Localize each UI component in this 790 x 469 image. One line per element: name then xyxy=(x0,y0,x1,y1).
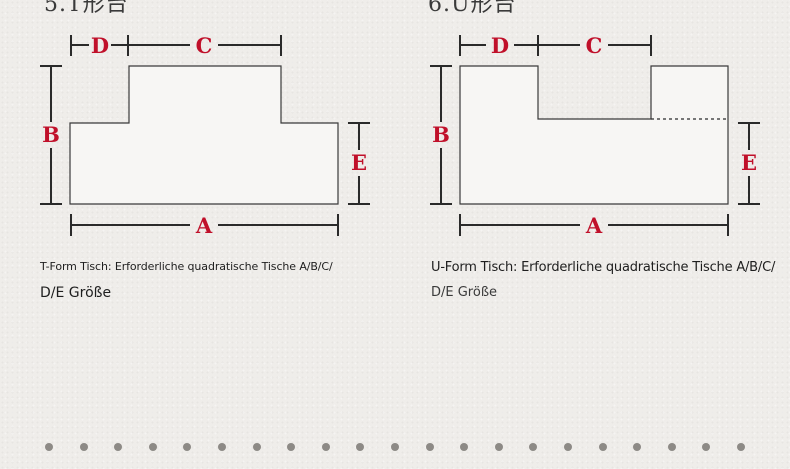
dot xyxy=(183,443,192,451)
label-e: E xyxy=(351,150,367,175)
dimension-e xyxy=(348,122,370,205)
label-c: C xyxy=(586,33,603,58)
dimension-a xyxy=(70,214,339,236)
t-shape-caption-line1: T-Form Tisch: Erforderliche quadratische… xyxy=(40,260,333,273)
dot xyxy=(79,443,88,451)
dot-row xyxy=(40,443,760,455)
dot xyxy=(218,443,226,451)
dot xyxy=(252,443,261,451)
label-c: C xyxy=(196,33,213,58)
u-shape-caption-line1: U-Form Tisch: Erforderliche quadratische… xyxy=(431,260,776,275)
t-shape-heading: 5.T形台 xyxy=(44,0,129,17)
t-shape-caption-line2: D/E Größe xyxy=(40,285,112,301)
dot xyxy=(702,443,711,451)
label-a: A xyxy=(195,213,213,238)
dot xyxy=(356,443,365,451)
dot xyxy=(598,443,607,451)
dimension-c xyxy=(128,35,282,56)
label-e: E xyxy=(741,150,757,175)
dot xyxy=(114,443,123,451)
dot xyxy=(321,443,330,451)
dimension-b xyxy=(430,65,452,205)
label-d: D xyxy=(491,33,509,58)
label-d: D xyxy=(91,33,109,58)
dot xyxy=(391,443,399,451)
t-shape-outline xyxy=(69,65,339,205)
dimension-b xyxy=(40,65,62,205)
dot xyxy=(494,443,503,451)
u-shape-diagram: D C B E A xyxy=(430,33,760,238)
dot xyxy=(460,443,469,451)
dot xyxy=(564,443,572,451)
dimension-e xyxy=(738,122,760,205)
dot xyxy=(148,443,157,451)
dimension-a xyxy=(459,214,729,236)
dot xyxy=(737,443,745,451)
u-shape-outline xyxy=(459,65,729,205)
dot xyxy=(45,443,53,451)
t-shape-diagram: D C B E A xyxy=(40,33,370,238)
label-b: B xyxy=(432,122,450,147)
u-shape-caption-line2: D/E Größe xyxy=(431,285,498,300)
u-shape-heading: 6.U形台 xyxy=(428,0,517,17)
dot xyxy=(529,443,538,451)
label-a: A xyxy=(585,213,603,238)
dot xyxy=(425,443,434,451)
label-b: B xyxy=(42,122,60,147)
dimension-c xyxy=(538,35,652,56)
dot xyxy=(667,443,676,451)
dot xyxy=(633,443,642,451)
dot xyxy=(287,443,296,451)
